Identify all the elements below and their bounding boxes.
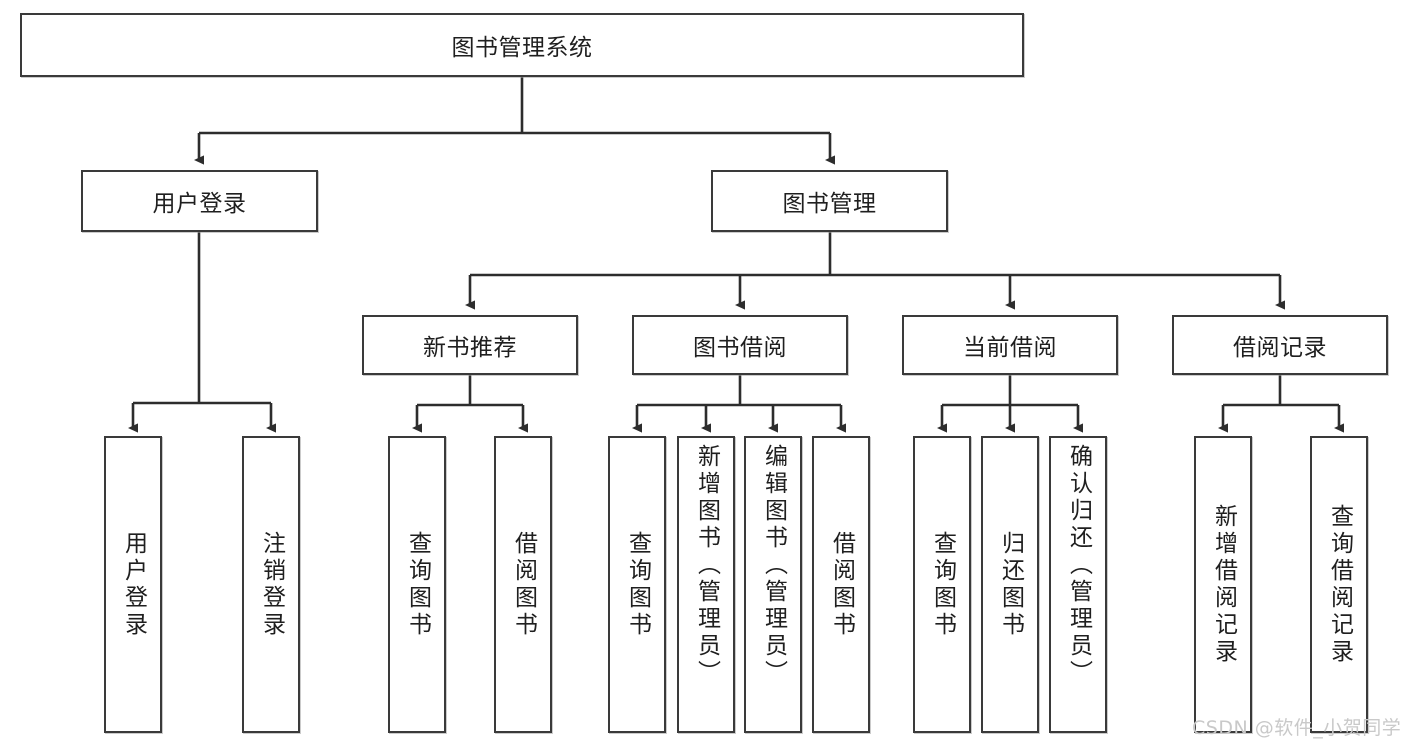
node-label: 借阅记录: [1233, 335, 1327, 361]
node-label: 注销登录: [258, 530, 285, 639]
leaf-current-borrow-confirm[interactable]: 确认归还（管理员）: [1049, 436, 1107, 733]
node-label: 用户登录: [120, 530, 147, 639]
node-book-management[interactable]: 图书管理: [711, 170, 948, 232]
leaf-book-borrow-borrow[interactable]: 借阅图书: [812, 436, 870, 733]
leaf-new-book-borrow[interactable]: 借阅图书: [494, 436, 552, 733]
node-label: 新增图书（管理员）: [693, 444, 720, 687]
node-label: 查询图书: [404, 530, 431, 639]
leaf-borrow-record-query[interactable]: 查询借阅记录: [1310, 436, 1368, 733]
node-label: 图书管理系统: [451, 35, 593, 61]
leaf-book-borrow-edit[interactable]: 编辑图书（管理员）: [744, 436, 802, 733]
node-label: 编辑图书（管理员）: [760, 444, 787, 687]
node-label: 确认归还（管理员）: [1065, 444, 1092, 687]
csdn-watermark: CSDN @软件_小贺同学: [1192, 717, 1402, 739]
node-root-system[interactable]: 图书管理系统: [20, 13, 1024, 77]
node-label: 图书借阅: [693, 335, 787, 361]
node-label: 查询图书: [929, 530, 956, 639]
leaf-borrow-record-add[interactable]: 新增借阅记录: [1194, 436, 1252, 733]
node-label: 查询图书: [624, 530, 651, 639]
node-label: 用户登录: [152, 191, 247, 217]
node-label: 查询借阅记录: [1326, 503, 1353, 666]
node-label: 新增借阅记录: [1210, 503, 1237, 666]
node-label: 借阅图书: [510, 530, 537, 639]
node-label: 借阅图书: [828, 530, 855, 639]
leaf-current-borrow-return[interactable]: 归还图书: [981, 436, 1039, 733]
leaf-current-borrow-query[interactable]: 查询图书: [913, 436, 971, 733]
node-current-borrow[interactable]: 当前借阅: [902, 315, 1118, 375]
node-label: 当前借阅: [963, 335, 1057, 361]
node-user-login[interactable]: 用户登录: [81, 170, 318, 232]
leaf-book-borrow-query[interactable]: 查询图书: [608, 436, 666, 733]
leaf-new-book-query[interactable]: 查询图书: [388, 436, 446, 733]
node-label: 新书推荐: [423, 335, 517, 361]
node-label: 图书管理: [782, 191, 877, 217]
node-borrow-record[interactable]: 借阅记录: [1172, 315, 1388, 375]
node-new-book-recommend[interactable]: 新书推荐: [362, 315, 578, 375]
leaf-user-login-logout[interactable]: 注销登录: [242, 436, 300, 733]
node-book-borrow[interactable]: 图书借阅: [632, 315, 848, 375]
node-label: 归还图书: [997, 530, 1024, 639]
leaf-book-borrow-add[interactable]: 新增图书（管理员）: [677, 436, 735, 733]
leaf-user-login-login[interactable]: 用户登录: [104, 436, 162, 733]
